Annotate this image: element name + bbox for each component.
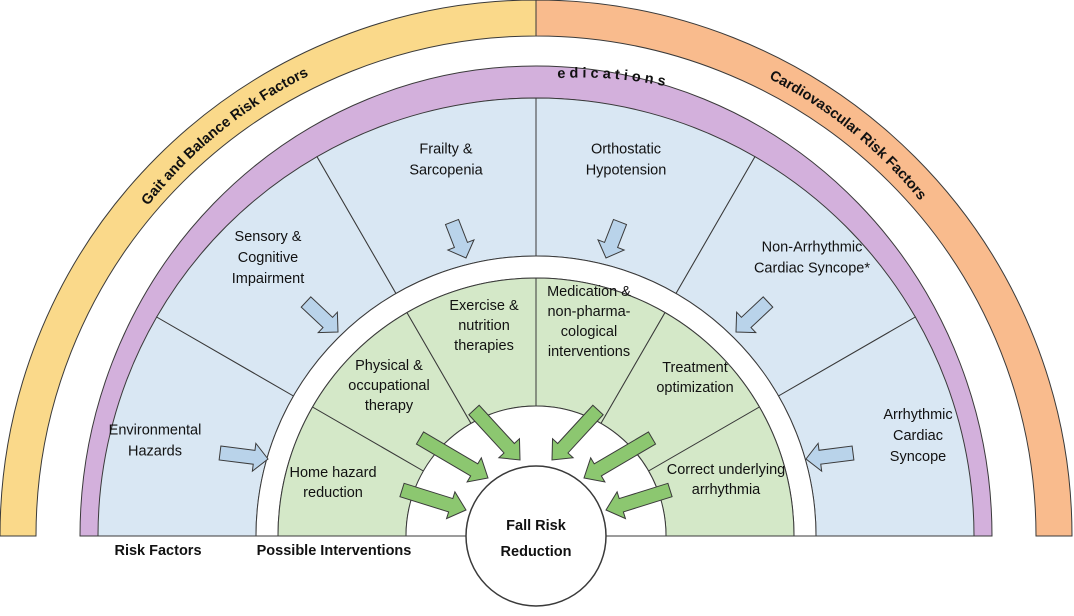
arrow [805, 442, 855, 473]
arrow [399, 482, 467, 520]
possible-interventions-caption: Possible Interventions [257, 543, 412, 559]
arrow [415, 431, 489, 483]
arrow [218, 442, 269, 473]
arrow [583, 431, 657, 483]
intervention-to-center-arrows [399, 404, 673, 520]
risk-factors-caption: Risk Factors [114, 543, 201, 559]
arrow [597, 218, 628, 259]
arrow [300, 296, 339, 334]
risk-to-intervention-arrows [218, 218, 855, 473]
center-title-line1: Fall Risk [506, 518, 567, 534]
arrow [444, 218, 475, 259]
center-circle: Fall Risk Reduction [465, 465, 607, 607]
arrow [468, 404, 521, 461]
arrow [735, 296, 774, 334]
risk-factor-label: Frailty &Sarcopenia [409, 142, 483, 179]
arrow [605, 482, 673, 520]
arrow [551, 404, 604, 461]
center-title-line2: Reduction [501, 544, 572, 560]
